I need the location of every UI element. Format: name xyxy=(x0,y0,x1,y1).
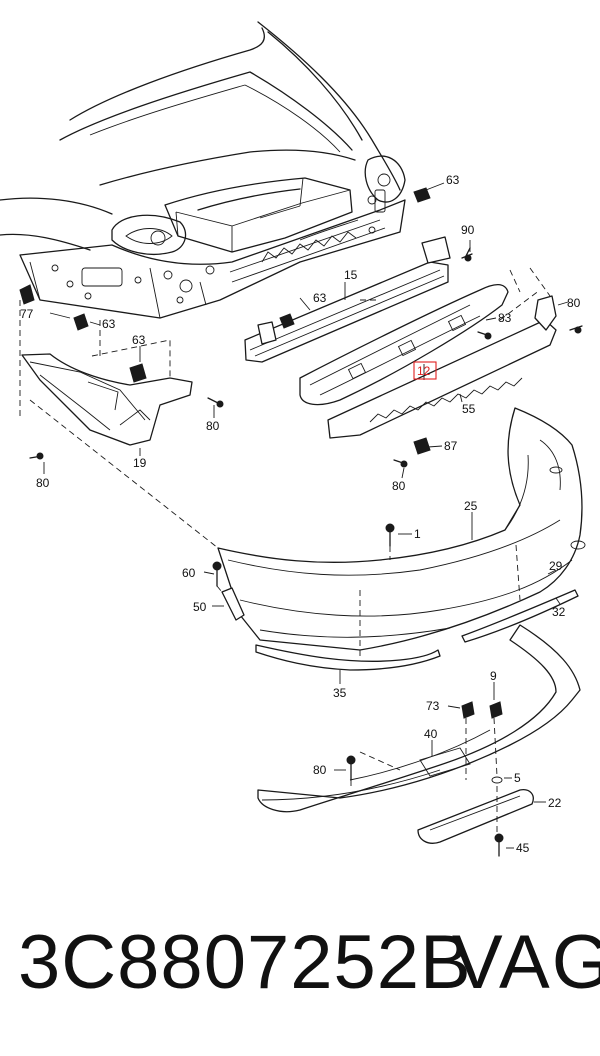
callout-25: 25 xyxy=(464,499,478,513)
callout-90: 90 xyxy=(461,223,475,237)
part-info-footer: 3C8807252B VAG xyxy=(0,925,600,1035)
part-22-cover-plate xyxy=(417,789,534,844)
callout-1: 1 xyxy=(414,527,421,541)
callout-60: 60 xyxy=(182,566,196,580)
callout-32: 32 xyxy=(552,605,566,619)
callout-35: 35 xyxy=(333,686,347,700)
part-40-diffuser xyxy=(257,624,581,813)
screws xyxy=(29,247,583,857)
body-fasteners xyxy=(19,187,431,455)
callout-63: 63 xyxy=(313,291,327,305)
highlight-box-12 xyxy=(413,361,437,380)
callout-55: 55 xyxy=(462,402,476,416)
callout-87: 87 xyxy=(444,439,458,453)
callout-63: 63 xyxy=(446,173,460,187)
exploded-parts-diagram: 63 90 80 83 15 63 77 63 63 80 12 55 87 1… xyxy=(0,21,586,857)
callout-labels: 63 90 80 83 15 63 77 63 63 80 12 55 87 1… xyxy=(20,173,581,855)
brand-label: VAG xyxy=(452,920,600,1005)
trim-strips xyxy=(255,589,579,671)
callout-63: 63 xyxy=(102,317,116,331)
callout-5: 5 xyxy=(514,771,521,785)
callout-19: 19 xyxy=(133,456,147,470)
callout-40: 40 xyxy=(424,727,438,741)
callout-63: 63 xyxy=(132,333,146,347)
callout-77: 77 xyxy=(20,307,34,321)
callout-12-highlighted: 12 xyxy=(417,364,431,378)
callout-73: 73 xyxy=(426,699,440,713)
part-50-bracket xyxy=(221,587,245,621)
callout-80: 80 xyxy=(36,476,50,490)
callout-45: 45 xyxy=(516,841,530,855)
part-55-guide-profile xyxy=(327,295,557,439)
callout-80: 80 xyxy=(392,479,406,493)
part-number: 3C8807252B xyxy=(18,920,472,1005)
callout-80: 80 xyxy=(313,763,327,777)
car-body-rear xyxy=(0,21,406,319)
part-15-bumper-beam xyxy=(244,236,451,363)
part-25-bumper-cover xyxy=(217,407,586,651)
callout-leaders xyxy=(43,182,569,849)
callout-50: 50 xyxy=(193,600,207,614)
assembly-leader-lines xyxy=(19,267,551,836)
part-19-bracket-left xyxy=(21,353,193,446)
callout-22: 22 xyxy=(548,796,562,810)
callout-83: 83 xyxy=(498,311,512,325)
callout-29: 29 xyxy=(549,559,563,573)
part-12-energy-absorber xyxy=(299,283,509,406)
callout-9: 9 xyxy=(490,669,497,683)
callout-15: 15 xyxy=(344,268,358,282)
callout-80: 80 xyxy=(206,419,220,433)
callout-80: 80 xyxy=(567,296,581,310)
